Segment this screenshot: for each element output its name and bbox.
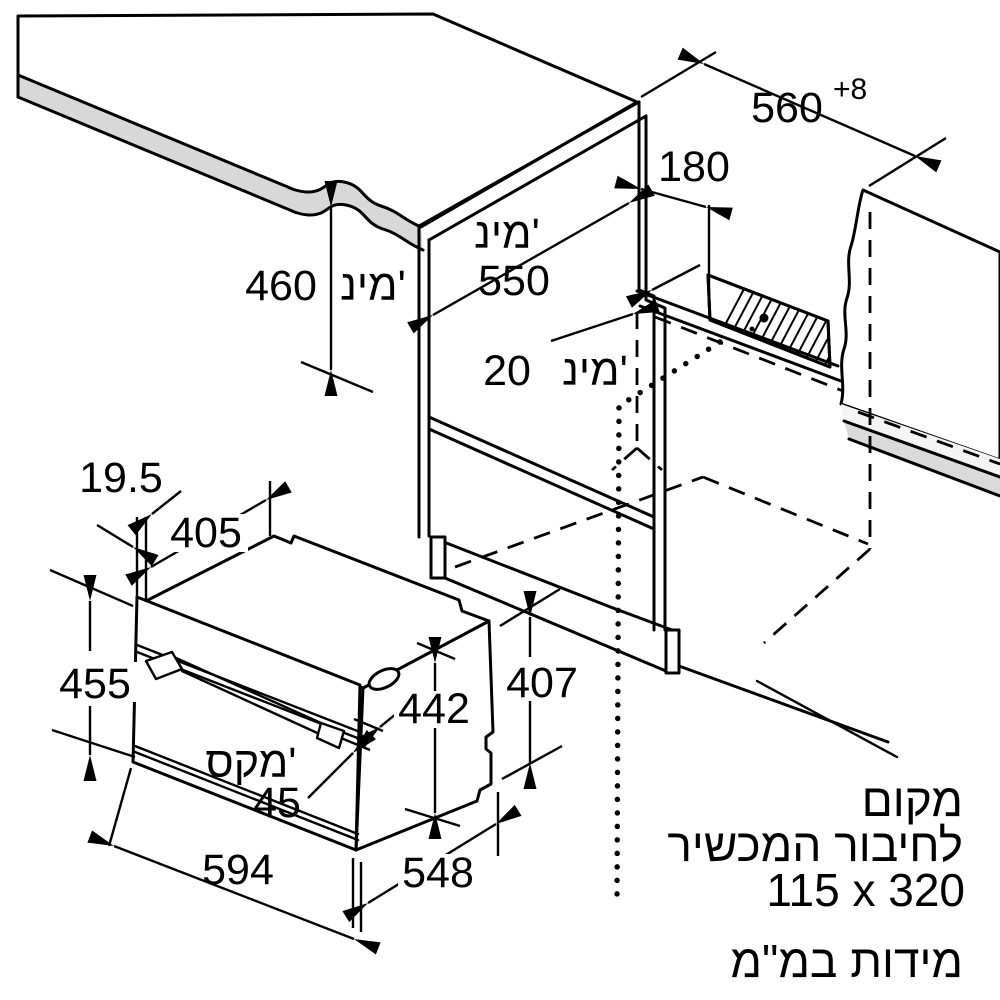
dim-label-548: 548 (402, 849, 474, 897)
min-label-460: מינ' (340, 262, 406, 310)
oven-handle-left-end (144, 650, 184, 681)
min-label-20: מינ' (562, 347, 628, 395)
connection-dot-large (759, 313, 769, 323)
leader-19-left (96, 523, 159, 567)
ext-455-bottom (51, 728, 136, 759)
hidden-floor-left (454, 475, 704, 569)
labels: 560 +8 180 מינ' 550 460 מינ' 20 מינ' 19.… (59, 73, 965, 987)
max-label: מקס' (206, 739, 297, 787)
leader-20-lower (550, 299, 660, 343)
wall-panel (839, 188, 1000, 498)
cabinet-foot-right (664, 628, 681, 675)
countertop-edge-band (18, 75, 423, 250)
mask-455 (52, 662, 138, 702)
label-masks (52, 514, 582, 890)
vent-hole (367, 667, 401, 691)
dim-label-407: 407 (506, 659, 578, 707)
dim-label-560-tolerance: +8 (833, 73, 867, 106)
worktop-strip-dark (844, 421, 1000, 496)
cabinet-bottom-front-edge (429, 535, 674, 632)
ext-460-bottom (300, 360, 374, 394)
hidden-lines (454, 212, 872, 645)
countertop (16, 12, 639, 252)
note-units: מידות במ"מ (730, 935, 963, 987)
tick-407-bottom (501, 744, 563, 781)
hidden-corner-wing-left (611, 446, 638, 472)
mask-407 (504, 662, 582, 700)
cabinet-top-edge-outer (417, 100, 641, 228)
dim-label-19-5: 19.5 (79, 454, 163, 502)
dim-label-460: 460 (245, 262, 317, 310)
oven-handle-right-end (315, 721, 346, 750)
oven-handle-bar-bottom (180, 669, 328, 739)
cabinet-foot-left (429, 535, 447, 580)
dim-label-550: 550 (478, 257, 550, 305)
connection-route-dotted-line (614, 339, 723, 905)
note-connection-word: מקום (862, 774, 963, 826)
mask-442 (394, 691, 474, 728)
hidden-floor-right (702, 475, 869, 546)
dim-label-442: 442 (398, 685, 470, 733)
dimension-annotations (49, 47, 947, 955)
note-connection-rest: לחיבור המכשיר (667, 819, 963, 871)
hidden-corner-wing-right (636, 446, 663, 472)
countertop-surface (16, 12, 639, 229)
cabinet-shelf-bottom (427, 427, 656, 531)
ext-594-left (107, 767, 133, 847)
wall-rail-line-1 (635, 289, 840, 368)
dim-label-45: 45 (253, 779, 301, 827)
ext-560-right (868, 136, 947, 188)
dim-label-405: 405 (170, 509, 242, 557)
door-bottom-line-2 (133, 750, 360, 842)
mask-548 (398, 854, 480, 890)
wall-panel-face (839, 188, 1000, 462)
dim-label-560: 560 (751, 84, 823, 132)
ext-560-left (640, 50, 717, 99)
cabinet-shelf-top (427, 415, 656, 519)
dimline-560 (677, 47, 942, 173)
dim-label-20: 20 (483, 347, 531, 395)
strip-hidden-line (857, 410, 1000, 466)
dim-label-594: 594 (202, 846, 274, 894)
door-bottom-line-1 (133, 744, 360, 836)
dim-label-180: 180 (658, 143, 730, 191)
hidden-adjacent-bottom (763, 547, 871, 645)
countertop-edge-bottom-line (16, 95, 425, 252)
note-connection-size: 115 x 320 (766, 864, 965, 916)
dim-label-455: 455 (59, 660, 131, 708)
strip-line-2 (847, 437, 1000, 498)
dimline-594 (87, 830, 381, 955)
dimline-550 (407, 184, 655, 334)
mask-405 (164, 514, 248, 552)
floor-line-right (677, 664, 890, 744)
connection-leader-line (755, 679, 899, 759)
cabinet-floor-line (443, 576, 668, 673)
strip-line-1 (842, 419, 1000, 479)
wall-rail-hidden (654, 315, 844, 393)
min-label-550: מינ' (474, 210, 540, 258)
leader-20-upper (625, 263, 701, 308)
dimline-180 (614, 175, 733, 221)
connection-dot-small (749, 326, 755, 332)
oven-handle-bar-top (174, 656, 323, 725)
worktop-strip-light (841, 404, 1000, 477)
leader-45-lower (307, 730, 376, 799)
wall-rail-line-2 (638, 304, 843, 383)
ext-455-top (49, 568, 134, 608)
